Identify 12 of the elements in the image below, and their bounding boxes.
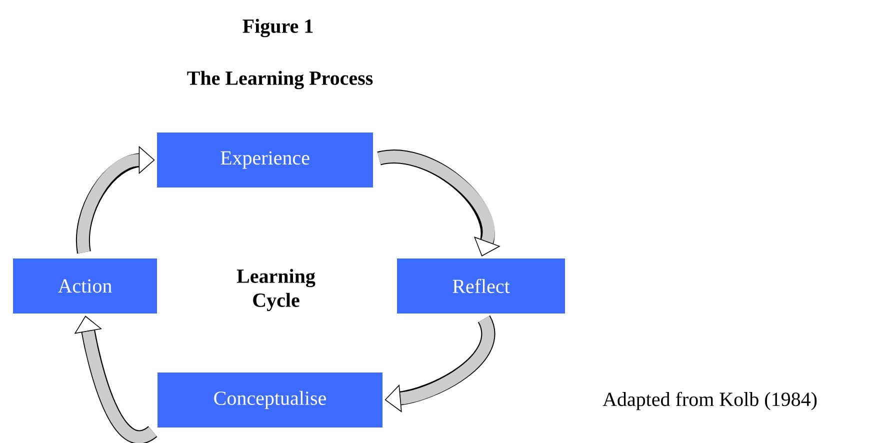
process-box: Conceptualise [158,372,382,428]
center-label: Learning Cycle [236,268,316,312]
figure-title: Figure 1 [242,18,313,38]
figure-subtitle: The Learning Process [187,70,373,90]
process-box: Experience [157,132,373,188]
curved-arrow [76,146,155,254]
curved-arrow [74,316,156,443]
curved-arrow [378,150,500,256]
curved-arrow [384,316,495,412]
process-box: Reflect [397,258,565,314]
source-note: Adapted from Kolb (1984) [602,392,817,410]
process-box: Action [13,258,157,314]
